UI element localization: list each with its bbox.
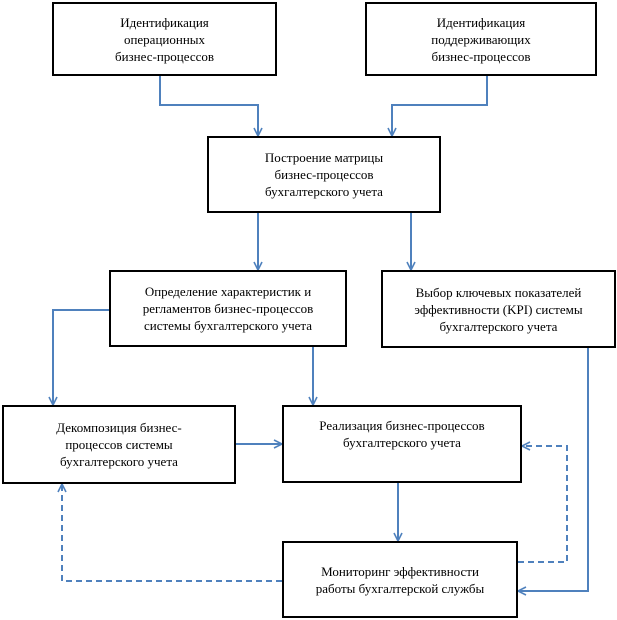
node-implementation-label: Реализация бизнес-процессов бухгалтерско… — [319, 418, 485, 450]
node-ident-operational: Идентификация операционных бизнес-процес… — [52, 2, 277, 76]
arrow-kpi-to-monitoring — [518, 347, 589, 591]
node-define-characteristics: Определение характеристик и регламентов … — [109, 270, 347, 347]
dashed-arrow-monitoring-to-implementation — [518, 446, 568, 563]
node-select-kpi-label: Выбор ключевых показателей эффективности… — [414, 284, 583, 334]
node-build-matrix: Построение матрицы бизнес-процессов бухг… — [207, 136, 441, 213]
dashed-arrow-monitoring-to-decomposition — [62, 484, 282, 582]
node-implementation: Реализация бизнес-процессов бухгалтерско… — [282, 405, 522, 483]
node-ident-operational-label: Идентификация операционных бизнес-процес… — [114, 14, 215, 64]
arrow-ident-operational-to-matrix — [159, 75, 258, 136]
arrow-ident-supporting-to-matrix — [392, 75, 488, 136]
node-ident-supporting: Идентификация поддерживающих бизнес-проц… — [365, 2, 597, 76]
node-define-characteristics-label: Определение характеристик и регламентов … — [142, 284, 314, 333]
node-ident-supporting-label: Идентификация поддерживающих бизнес-проц… — [431, 14, 531, 64]
node-decomposition: Декомпозиция бизнес- процессов системы б… — [2, 405, 236, 484]
node-monitoring: Мониторинг эффективности работы бухгалте… — [282, 541, 518, 618]
node-build-matrix-label: Построение матрицы бизнес-процессов бухг… — [264, 150, 384, 199]
node-decomposition-label: Декомпозиция бизнес- процессов системы б… — [56, 420, 182, 469]
node-select-kpi: Выбор ключевых показателей эффективности… — [381, 270, 616, 348]
node-monitoring-label: Мониторинг эффективности работы бухгалте… — [315, 563, 485, 596]
arrow-characteristics-to-decomposition — [53, 309, 110, 405]
